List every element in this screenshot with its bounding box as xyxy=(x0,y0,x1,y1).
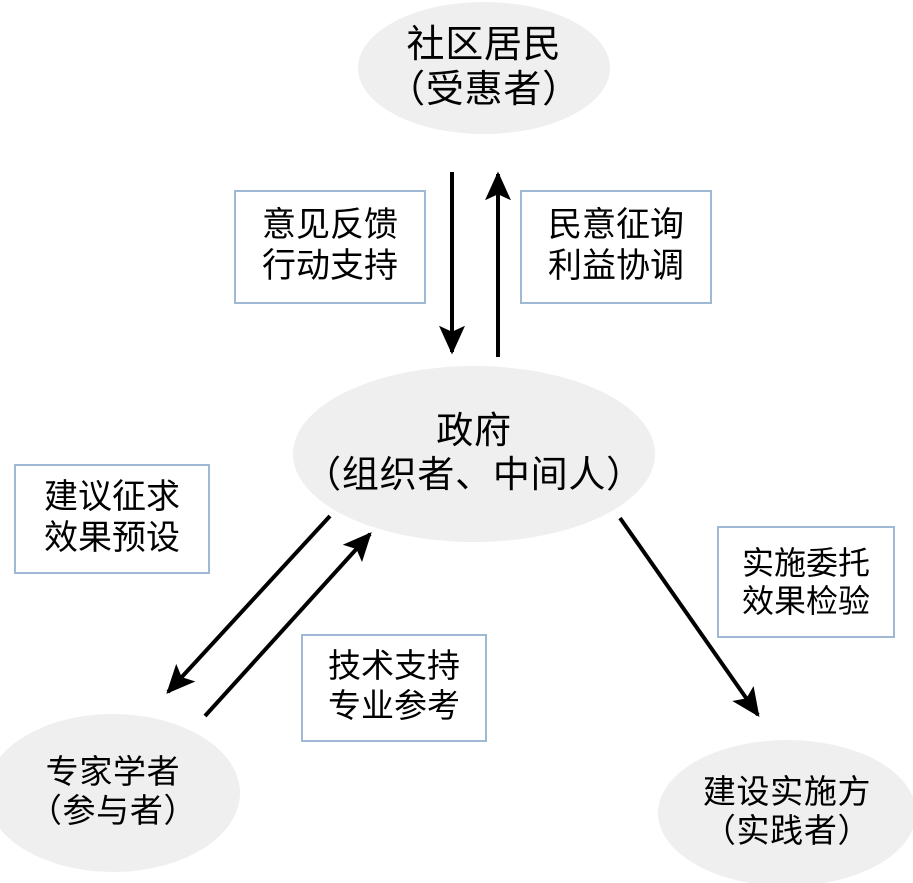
node-residents[interactable]: 社区居民 （受惠者） xyxy=(358,2,610,134)
label-commission[interactable]: 实施委托 效果检验 xyxy=(717,526,895,638)
label-advice-line2: 效果预设 xyxy=(44,520,180,557)
label-commission-line2: 效果检验 xyxy=(741,583,870,619)
node-residents-line1: 社区居民 xyxy=(406,24,562,67)
label-commission-line1: 实施委托 xyxy=(741,544,870,581)
node-residents-line2: （受惠者） xyxy=(387,69,581,111)
label-consult[interactable]: 民意征询 利益协调 xyxy=(520,190,712,304)
label-advice-line1: 建议征求 xyxy=(44,479,180,517)
label-advice[interactable]: 建议征求 效果预设 xyxy=(14,464,210,574)
label-tech-line2: 专业参考 xyxy=(328,689,460,725)
node-builders-line1: 建设实施方 xyxy=(702,775,872,812)
label-consult-line2: 利益协调 xyxy=(548,248,684,285)
node-builders-line2: （实践者） xyxy=(702,814,872,850)
node-government-line2: （组织者、中间人） xyxy=(304,455,644,496)
label-consult-line1: 民意征询 xyxy=(548,207,684,245)
node-experts-line1: 专家学者 xyxy=(45,755,181,792)
label-feedback[interactable]: 意见反馈 行动支持 xyxy=(234,190,426,304)
label-feedback-line1: 意见反馈 xyxy=(262,207,398,245)
node-experts-line2: （参与者） xyxy=(28,794,198,830)
label-feedback-line2: 行动支持 xyxy=(262,248,398,285)
node-government[interactable]: 政府 （组织者、中间人） xyxy=(293,366,655,542)
label-tech[interactable]: 技术支持 专业参考 xyxy=(301,634,487,742)
node-builders[interactable]: 建设实施方 （实践者） xyxy=(658,740,913,883)
label-tech-line1: 技术支持 xyxy=(328,649,460,686)
node-government-line1: 政府 xyxy=(436,411,512,453)
node-experts[interactable]: 专家学者 （参与者） xyxy=(0,714,240,872)
